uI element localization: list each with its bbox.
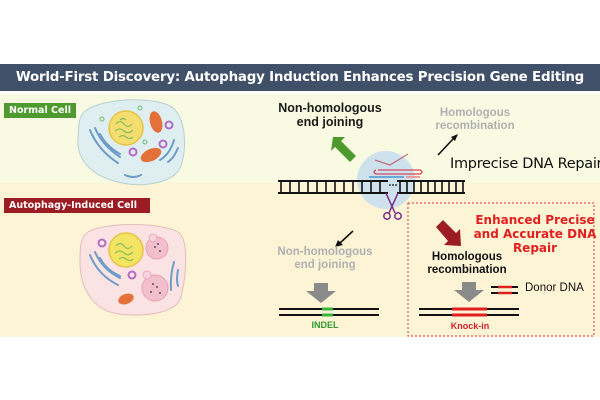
precise-repair-highlight-box: [407, 202, 595, 337]
enhanced-line1: Enhanced Precise: [475, 213, 595, 227]
nhej-gray-arrow-icon: [306, 283, 336, 303]
hr-top-line1: Homologous: [439, 107, 511, 119]
hr-bottom-line2: recombination: [427, 264, 507, 276]
autophagy-cell-icon: [79, 224, 187, 316]
knockin-dna-icon: [419, 307, 519, 317]
knockin-label: Knock-in: [450, 321, 490, 331]
hr-gray-arrow-icon: [454, 282, 484, 302]
donor-dna-label: Donor DNA: [525, 282, 584, 294]
nhej-bottom-line2: end joining: [294, 259, 356, 271]
indel-label: INDEL: [311, 320, 339, 330]
hr-top-line2: recombination: [435, 120, 515, 132]
hr-black-arrow-icon: [437, 134, 458, 156]
imprecise-repair-label: Imprecise DNA Repair: [450, 156, 600, 172]
hr-top-label: Homologous recombination: [415, 107, 535, 133]
nhej-top-line1: Non-homologous: [278, 101, 382, 115]
nhej-top-label: Non-homologous end joining: [270, 101, 390, 129]
normal-cell-label: Normal Cell: [4, 103, 76, 118]
hr-red-arrow-icon: [436, 220, 461, 246]
donor-dna-icon: [491, 285, 518, 295]
enhanced-line2: and Accurate DNA: [473, 227, 597, 241]
scissors-icon: [383, 192, 402, 220]
hr-bottom-line1: Homologous: [431, 251, 503, 263]
nhej-top-line2: end joining: [296, 115, 364, 129]
hr-bottom-label: Homologous recombination: [422, 251, 512, 277]
enhanced-repair-label: Enhanced Precise and Accurate DNA Repair: [470, 213, 600, 255]
dna-ladder-icon: [278, 180, 465, 194]
normal-cell-icon: [77, 99, 186, 186]
nhej-down-arrow-icon: [335, 230, 354, 247]
indel-dna-icon: [279, 307, 379, 317]
nhej-bottom-label: Non-homologous end joining: [270, 246, 380, 272]
autophagy-cell-label: Autophagy-Induced Cell: [4, 198, 150, 213]
enhanced-line3: Repair: [512, 241, 558, 255]
nhej-green-arrow-icon: [331, 137, 356, 162]
guide-rna-icon: [369, 153, 423, 178]
nhej-bottom-line1: Non-homologous: [277, 246, 373, 258]
